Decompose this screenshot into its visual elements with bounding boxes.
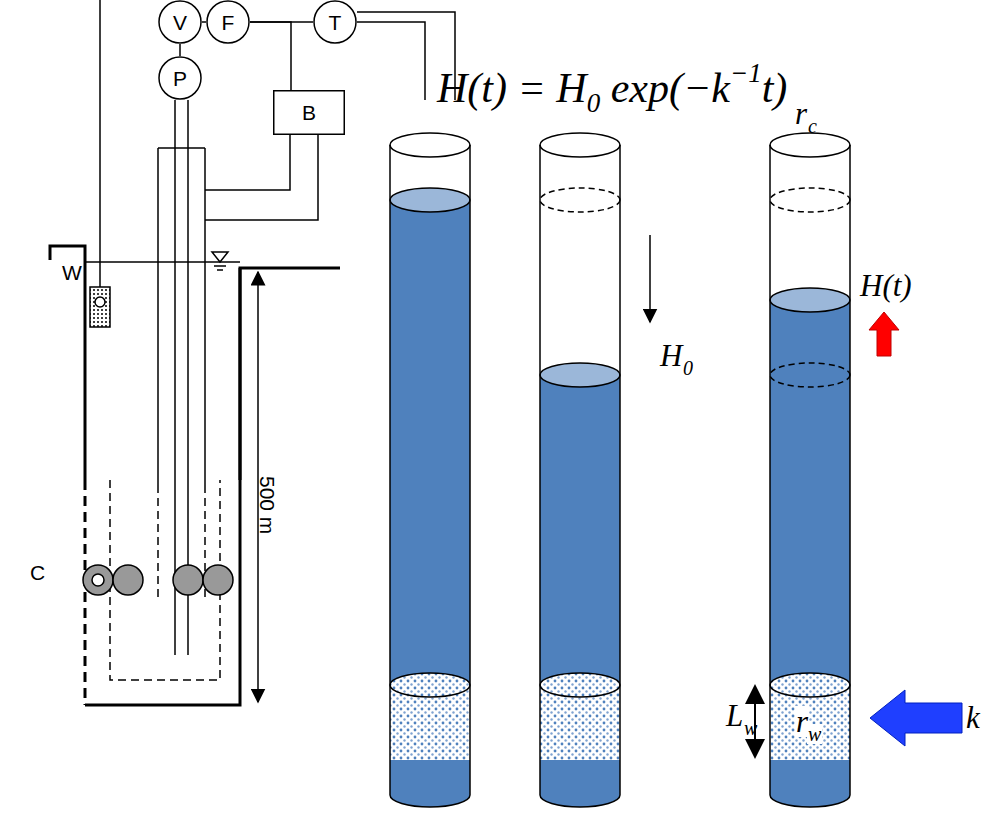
- symbol-label: H: [660, 340, 682, 371]
- instrument-circle: P: [158, 56, 202, 100]
- instrument-circle: F: [206, 0, 250, 44]
- node-label: V: [173, 12, 187, 33]
- pipe-line: [179, 44, 181, 56]
- node-label: B: [302, 102, 316, 123]
- equation-part: H(t) = H: [437, 65, 587, 111]
- symbol-label: k: [966, 702, 980, 733]
- pipe-line: [250, 22, 291, 90]
- recovery-arrow: [869, 312, 899, 356]
- cylinder-3: [770, 133, 850, 807]
- pipe-line: [202, 21, 206, 23]
- dimension-label: 500 m: [257, 476, 278, 534]
- symbol-label: 0: [683, 358, 693, 378]
- equation-part: exp(−k: [600, 65, 730, 111]
- sensor-label: C: [30, 562, 45, 583]
- instrument-circle: T: [313, 0, 357, 44]
- control-box: B: [273, 90, 345, 135]
- sensor-label: W: [62, 262, 82, 283]
- cylinder-1: [390, 133, 470, 807]
- symbol-label: H(t): [860, 270, 912, 301]
- node-label: P: [173, 68, 187, 89]
- symbol-label: r: [795, 98, 807, 129]
- symbol-label: c: [808, 116, 817, 136]
- node-label: T: [329, 12, 342, 33]
- equation: H(t) = H0 exp(−k−1t): [437, 60, 787, 117]
- equation-part: −1: [730, 58, 762, 88]
- node-label: F: [222, 12, 235, 33]
- cylinder-2: [540, 133, 620, 807]
- drawdown-arrow: [649, 235, 651, 322]
- inflow-arrow: [870, 690, 962, 746]
- symbol-label: w: [807, 724, 822, 744]
- symbol-label: L: [726, 700, 743, 731]
- equation-part: t): [762, 65, 788, 111]
- symbol-label: w: [744, 718, 757, 738]
- equation-part: 0: [587, 88, 601, 118]
- instrument-circle: V: [158, 0, 202, 44]
